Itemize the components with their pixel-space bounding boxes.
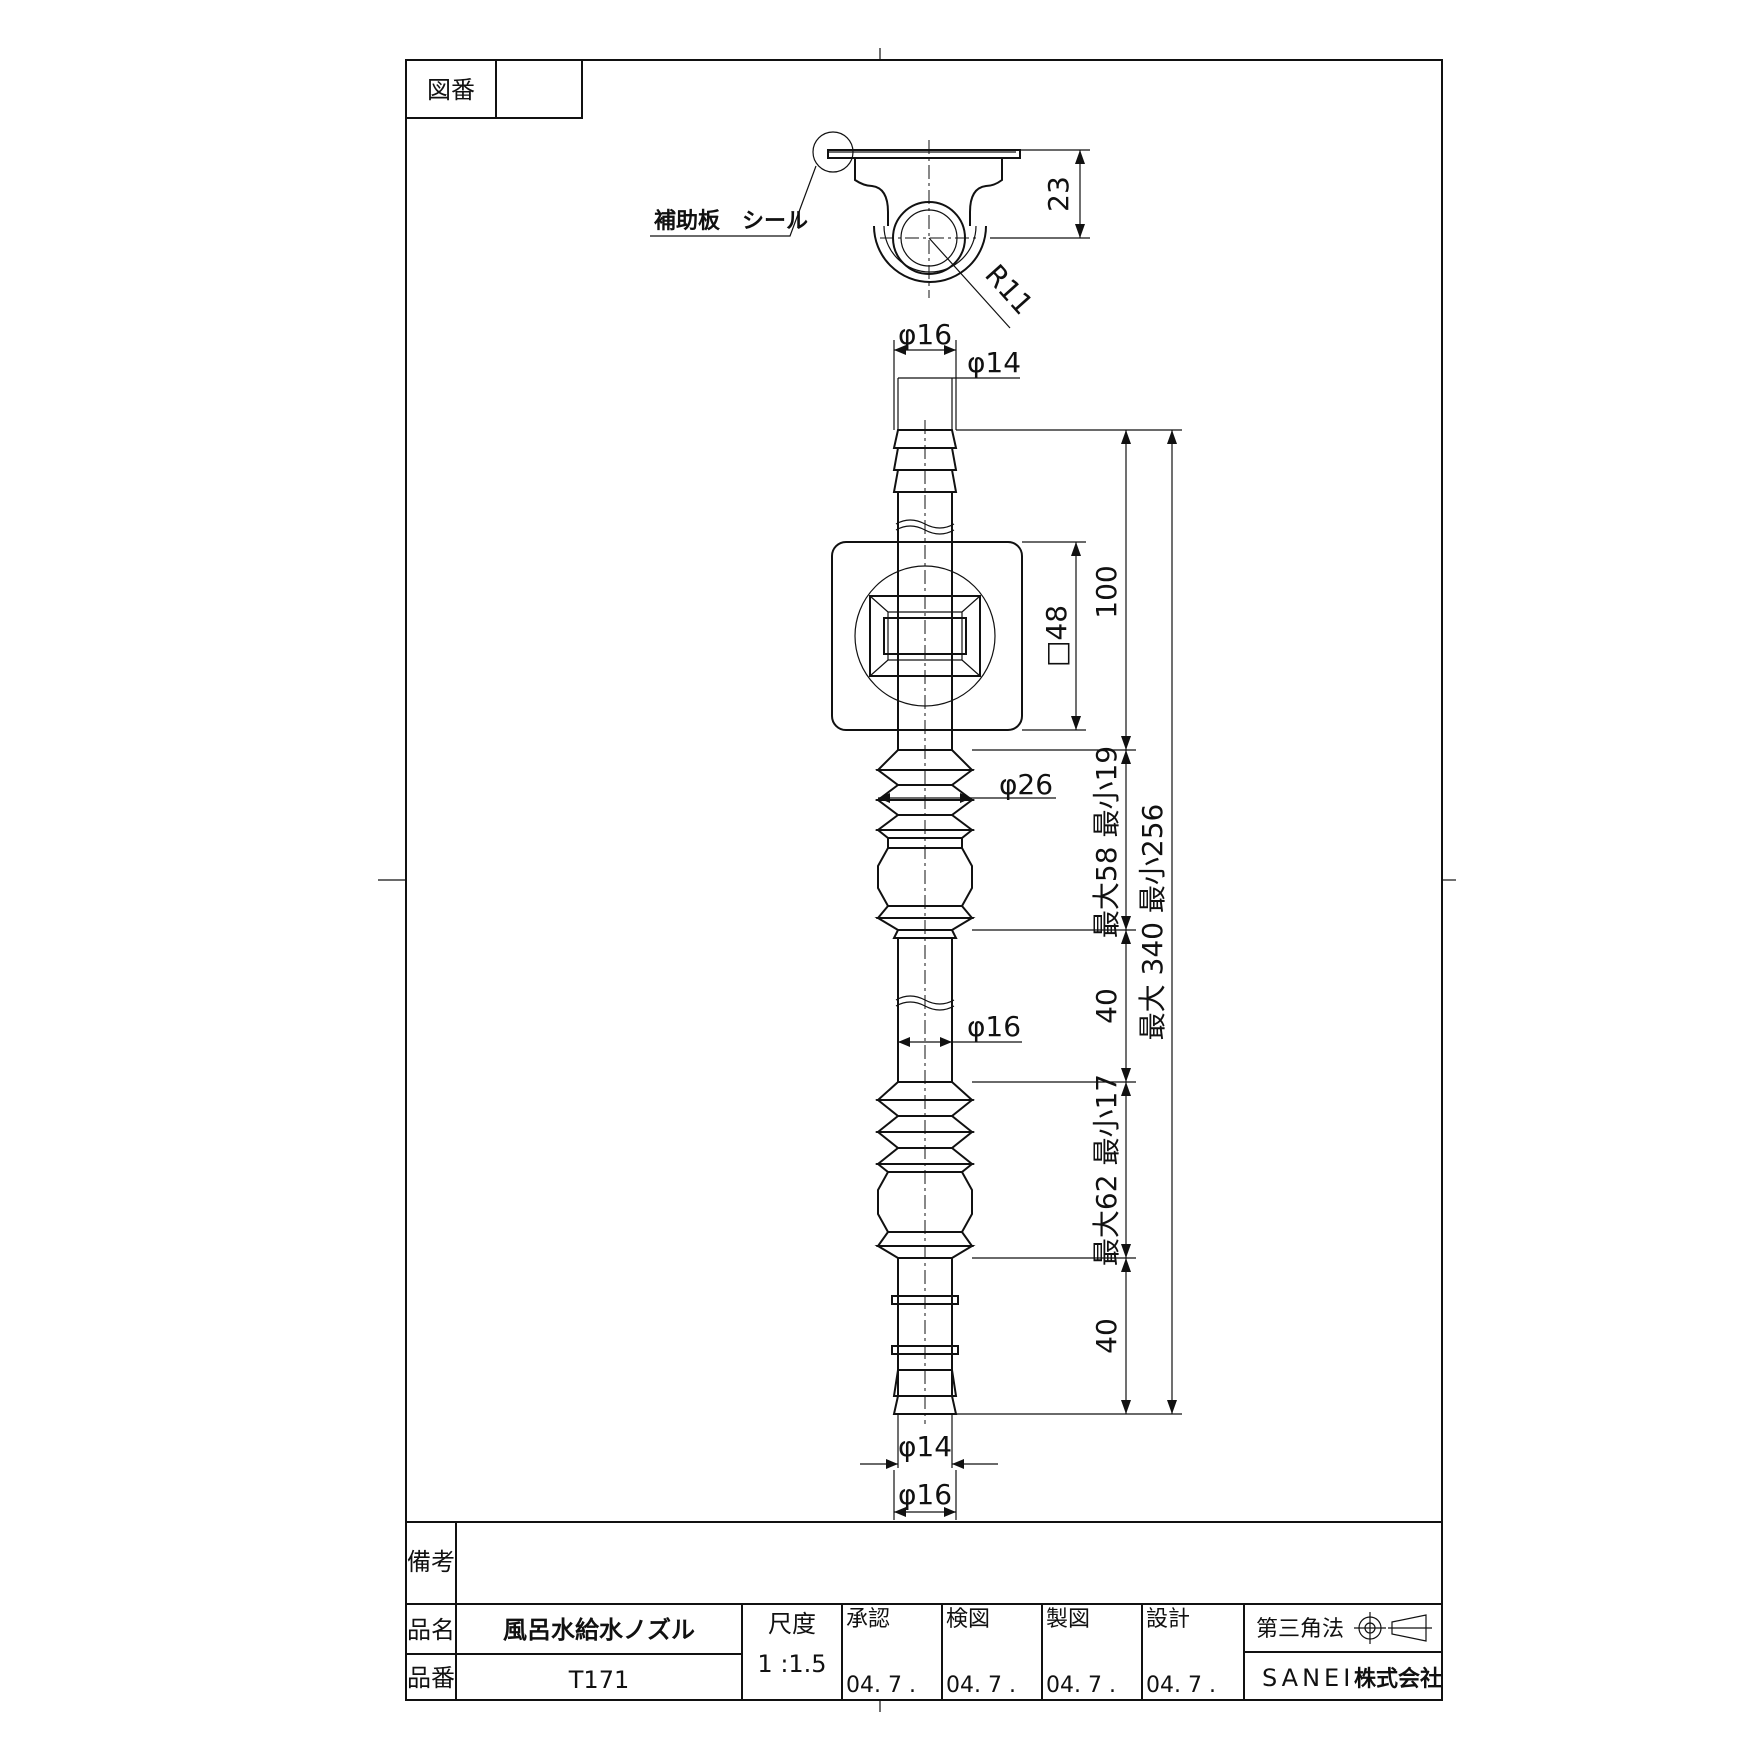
drawn-date: 04. 7 . xyxy=(1046,1673,1116,1698)
dim-100: 100 xyxy=(1090,565,1123,618)
check-label: 検図 xyxy=(946,1607,990,1632)
dia-top-inner: φ14 xyxy=(967,346,1021,379)
remarks-label: 備考 xyxy=(407,1548,455,1576)
seal-callout: 補助板 シール xyxy=(653,208,808,234)
range-lower: 最大62 最小17 xyxy=(1090,1074,1123,1266)
third-angle-projection-icon xyxy=(1354,1612,1432,1644)
dia-26: φ26 xyxy=(999,768,1053,801)
drawn-label: 製図 xyxy=(1046,1607,1090,1632)
range-upper: 最大58 最小19 xyxy=(1090,746,1123,938)
company-suffix: 株式会社 xyxy=(1354,1666,1442,1692)
title-block: 備考 品名 風呂水給水ノズル 品番 T171 尺度 1 :1.5 承認 検図 製… xyxy=(405,1521,1443,1701)
dia-bottom-inner: φ14 xyxy=(898,1430,952,1463)
design-label: 設計 xyxy=(1146,1607,1190,1632)
side-view: φ16 φ14 □48 xyxy=(831,318,1182,1520)
height-dim-23: 23 xyxy=(1042,176,1075,212)
scale-label: 尺度 xyxy=(768,1610,816,1638)
number-label: 品番 xyxy=(407,1664,455,1692)
dia-bottom-outer: φ16 xyxy=(898,1478,952,1511)
name-label: 品名 xyxy=(407,1616,455,1644)
radius-dim-r11: R11 xyxy=(978,258,1039,321)
approve-label: 承認 xyxy=(846,1607,890,1632)
company-prefix: SANEI xyxy=(1262,1664,1354,1692)
top-view: 補助板 シール 23 R11 xyxy=(650,131,1090,329)
dia-top-outer: φ16 xyxy=(898,318,952,351)
overall-length-dim: 最大 340 最小256 xyxy=(1136,804,1169,1041)
approve-date: 04. 7 . xyxy=(846,1673,916,1698)
dim-40-a: 40 xyxy=(1090,988,1123,1024)
check-date: 04. 7 . xyxy=(946,1673,1016,1698)
drawing-number-box: 図番 xyxy=(405,59,583,119)
scale-value: 1 :1.5 xyxy=(757,1650,826,1678)
plate-size-dim: □48 xyxy=(1040,605,1073,667)
product-name: 風呂水給水ノズル xyxy=(503,1616,695,1644)
design-date: 04. 7 . xyxy=(1146,1673,1216,1698)
projection-method: 第三角法 xyxy=(1256,1617,1344,1642)
dim-40-b: 40 xyxy=(1090,1318,1123,1354)
product-number: T171 xyxy=(568,1666,629,1694)
dia-mid: φ16 xyxy=(967,1010,1021,1043)
drawing-number-label: 図番 xyxy=(427,76,475,104)
